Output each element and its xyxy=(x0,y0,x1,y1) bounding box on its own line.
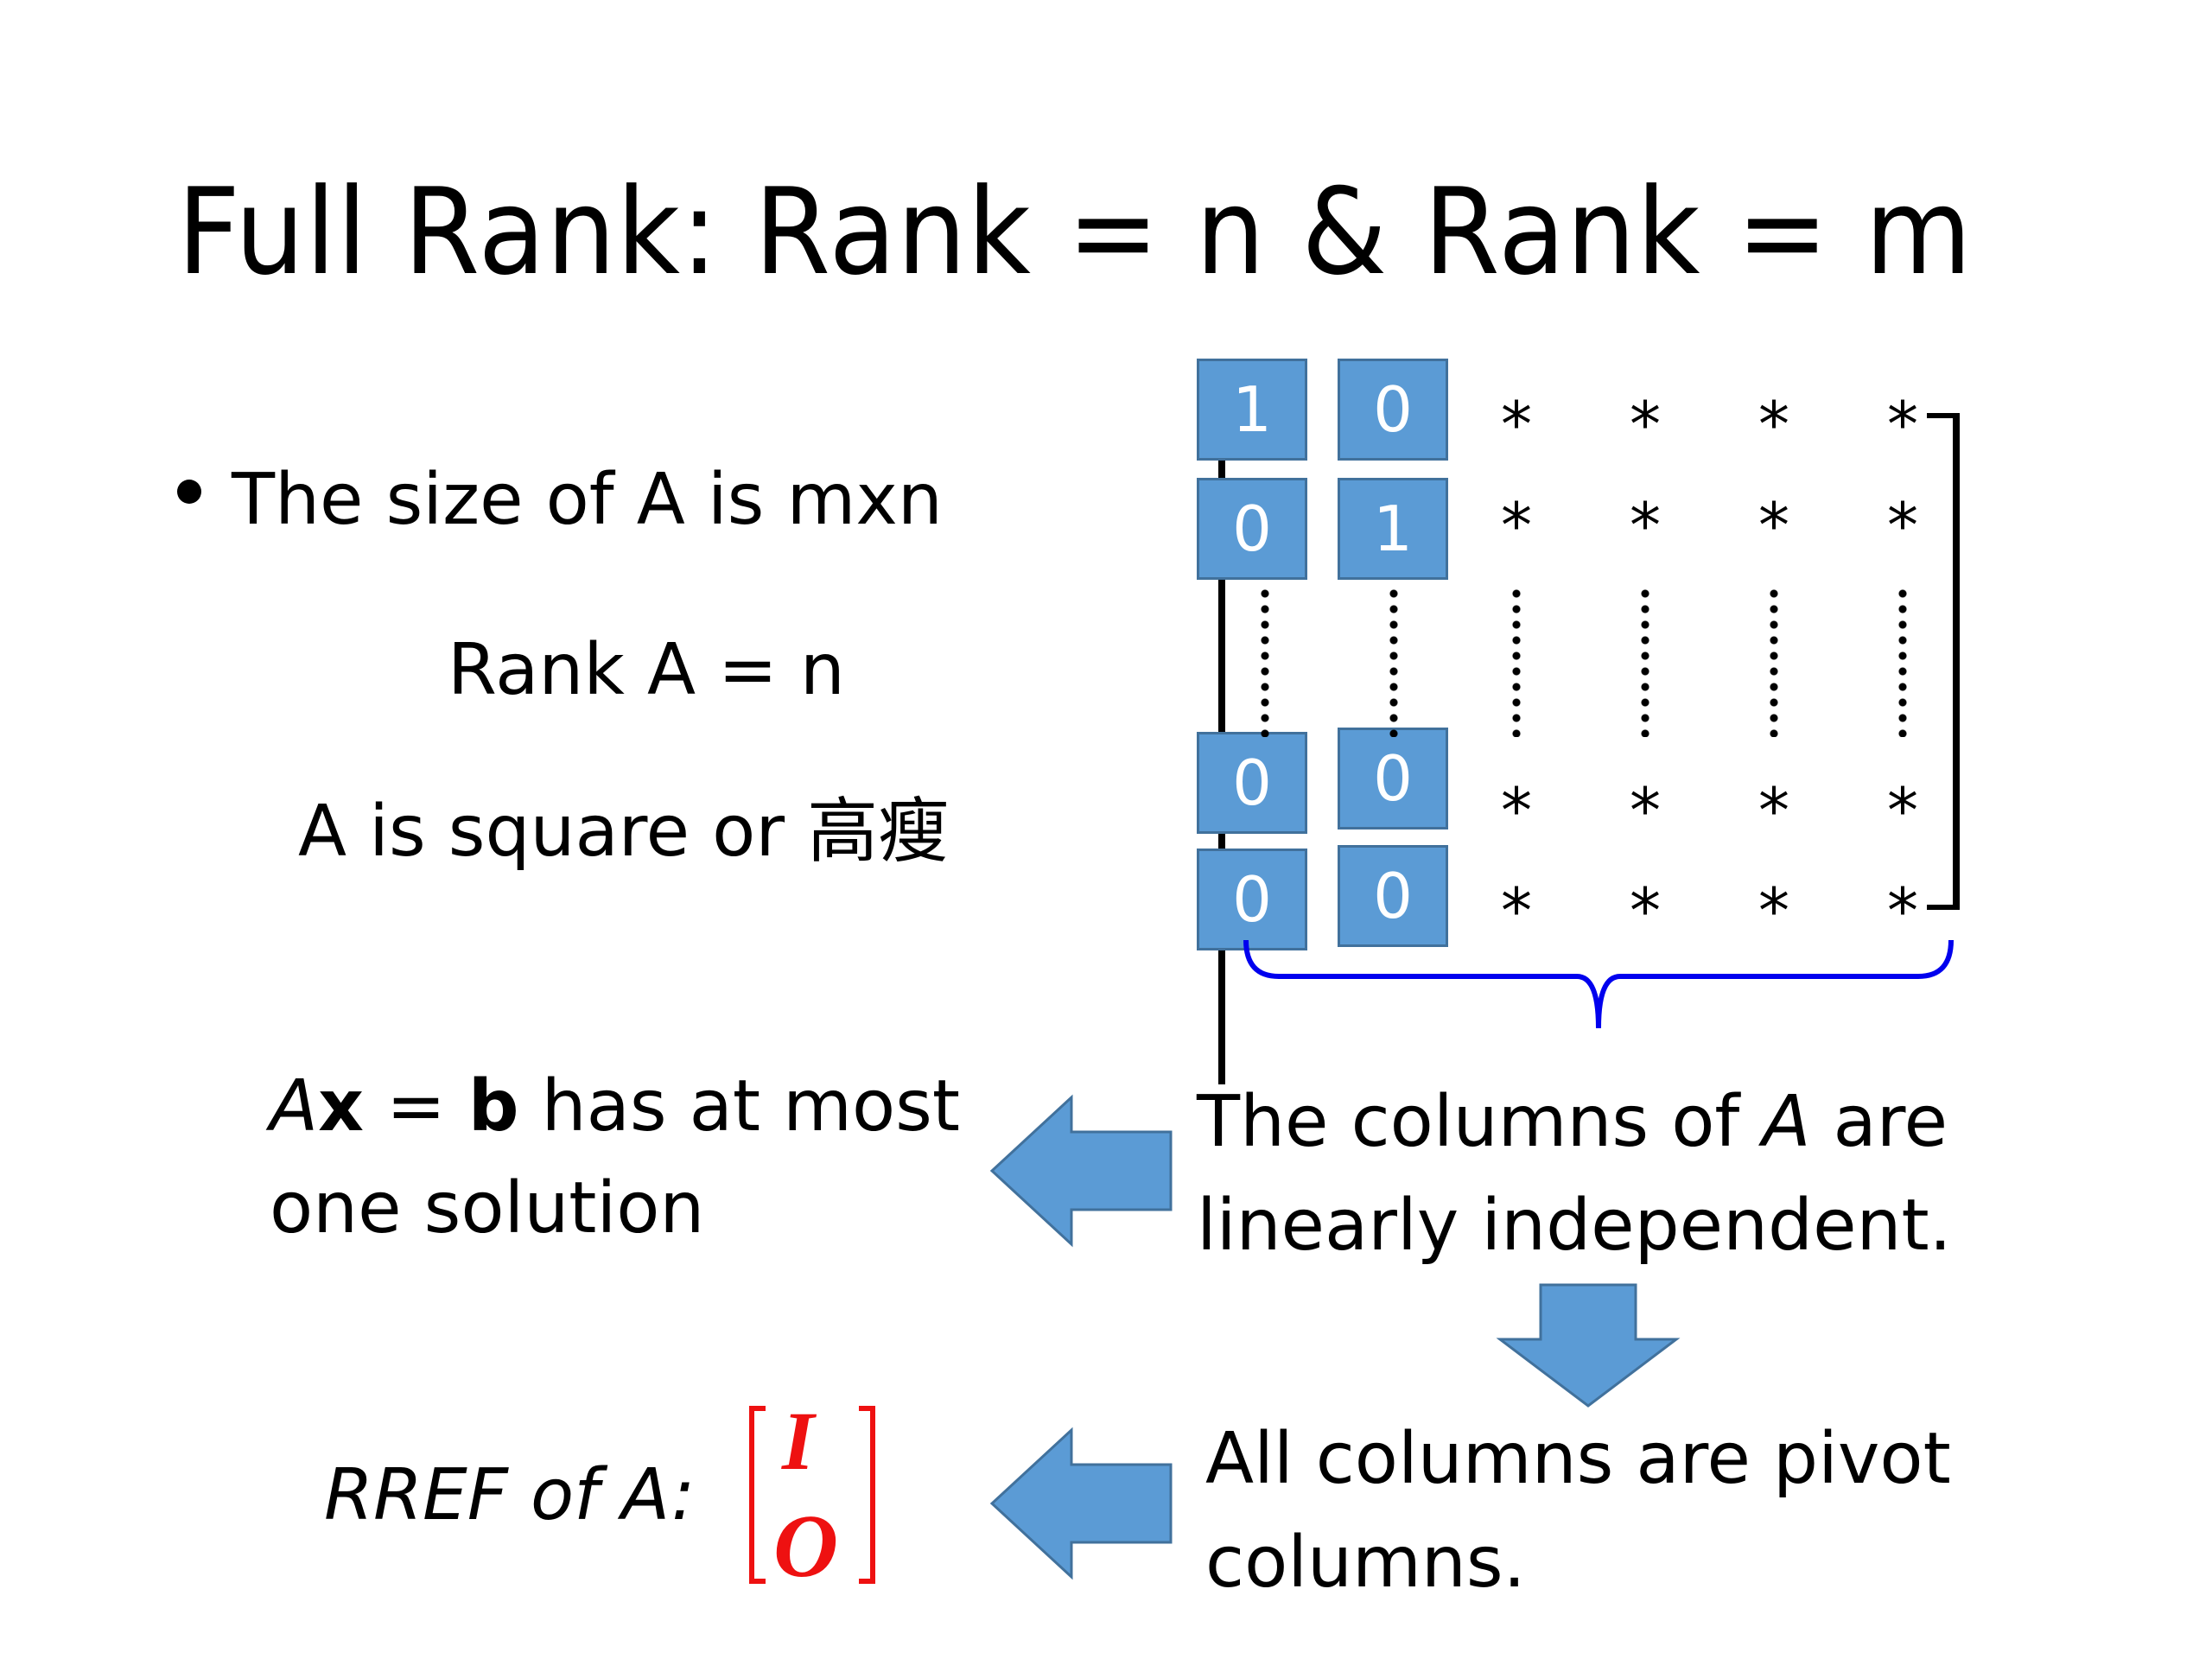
star-entry: * xyxy=(1887,489,1918,562)
star-entry: * xyxy=(1887,388,1918,461)
bullet-dot xyxy=(177,480,201,504)
pivot-cell: 0 xyxy=(1338,359,1448,461)
columns-statement-line1: The columns of A are xyxy=(1197,1087,1948,1158)
matrix-right-bracket xyxy=(1953,413,1960,910)
shape-text: A is square or 高瘦 xyxy=(298,791,950,873)
pivot-statement-line1: All columns are pivot xyxy=(1205,1418,1951,1500)
equals: = xyxy=(364,1065,468,1147)
columns-pre: The columns of xyxy=(1197,1081,1763,1163)
slide-title: Full Rank: Rank = n & Rank = m xyxy=(177,162,1973,302)
rref-zero: O xyxy=(773,1497,839,1596)
star-entry: * xyxy=(1630,874,1661,947)
star-entry: * xyxy=(1630,489,1661,562)
down-arrow-icon xyxy=(1496,1283,1681,1408)
var-A: A xyxy=(1762,1081,1811,1163)
solution-rest: has at most xyxy=(518,1065,961,1147)
star-entry: * xyxy=(1630,774,1661,847)
rank-text: Rank A = n xyxy=(448,629,845,711)
pivot-cell: 0 xyxy=(1197,732,1307,834)
pivot-cell: 1 xyxy=(1338,478,1448,580)
rref-identity: I xyxy=(782,1395,815,1487)
rref-matrix-brackets xyxy=(749,1406,875,1584)
vertical-ellipsis xyxy=(1898,586,1907,737)
bullet-size-text: The size of A is mxn xyxy=(232,459,943,541)
solution-statement-line1: Ax = b has at most xyxy=(270,1071,960,1142)
star-entry: * xyxy=(1758,489,1789,562)
star-entry: * xyxy=(1501,489,1532,562)
left-arrow-icon xyxy=(989,1427,1173,1580)
rref-label: RREF of A: xyxy=(324,1454,696,1536)
columns-statement-line2: linearly independent. xyxy=(1197,1185,1952,1267)
star-entry: * xyxy=(1887,774,1918,847)
vertical-ellipsis xyxy=(1512,586,1521,737)
var-b: b xyxy=(467,1065,519,1147)
matrix-right-bracket-top xyxy=(1927,413,1960,418)
left-arrow-icon xyxy=(989,1094,1173,1248)
solution-statement-line2: one solution xyxy=(270,1167,705,1249)
star-entry: * xyxy=(1501,774,1532,847)
curly-brace xyxy=(1243,939,1954,1029)
pivot-cell: 1 xyxy=(1197,359,1307,461)
pivot-cell: 0 xyxy=(1197,849,1307,950)
vertical-ellipsis xyxy=(1641,586,1649,737)
var-A: A xyxy=(270,1065,319,1147)
star-entry: * xyxy=(1758,774,1789,847)
star-entry: * xyxy=(1501,874,1532,947)
star-entry: * xyxy=(1758,388,1789,461)
var-x: x xyxy=(318,1065,365,1147)
matrix-right-bracket-bottom xyxy=(1927,905,1960,910)
vertical-ellipsis xyxy=(1770,586,1778,737)
columns-post: are xyxy=(1810,1081,1948,1163)
pivot-statement-line2: columns. xyxy=(1205,1522,1526,1604)
matrix-diagram: 1 0 0 1 0 0 0 0 * * * * * * * * * * * * … xyxy=(1192,346,1970,1084)
star-entry: * xyxy=(1501,388,1532,461)
vertical-ellipsis xyxy=(1261,586,1269,737)
pivot-cell: 0 xyxy=(1338,845,1448,947)
star-entry: * xyxy=(1887,874,1918,947)
pivot-cell: 0 xyxy=(1197,478,1307,580)
pivot-cell: 0 xyxy=(1338,728,1448,830)
vertical-ellipsis xyxy=(1389,586,1398,737)
star-entry: * xyxy=(1758,874,1789,947)
star-entry: * xyxy=(1630,388,1661,461)
